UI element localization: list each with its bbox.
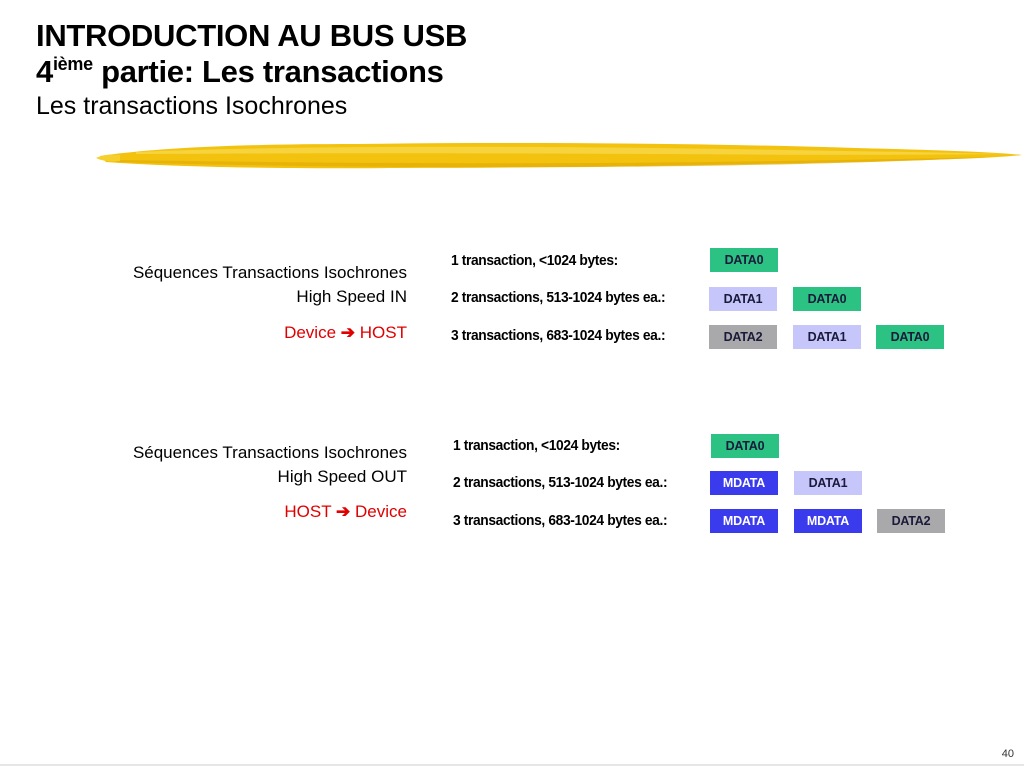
packet-box: DATA0 <box>876 325 944 349</box>
part-number: 4 <box>36 54 53 89</box>
right-arrow-icon: ➔ <box>340 323 356 342</box>
row-label: 3 transactions, 683-1024 bytes ea.: <box>453 512 668 529</box>
packet-box: DATA0 <box>710 248 778 272</box>
row-label: 1 transaction, <1024 bytes: <box>453 437 620 454</box>
packet-box: MDATA <box>710 509 778 533</box>
direction-from: HOST <box>284 502 332 521</box>
slide-subtitle: 4ième partie: Les transactions <box>36 54 467 90</box>
row-label: 3 transactions, 683-1024 bytes ea.: <box>451 327 666 344</box>
page-number: 40 <box>1001 748 1014 760</box>
section-in-direction: Device ➔ HOST <box>284 321 407 345</box>
packet-box: DATA1 <box>793 325 861 349</box>
direction-to: HOST <box>359 323 407 342</box>
row-label: 2 transactions, 513-1024 bytes ea.: <box>451 289 666 306</box>
row-label: 2 transactions, 513-1024 bytes ea.: <box>453 474 668 491</box>
packet-box: DATA0 <box>793 287 861 311</box>
slide-title-block: INTRODUCTION AU BUS USB 4ième partie: Le… <box>36 18 467 122</box>
part-title: partie: Les transactions <box>92 54 444 89</box>
packet-box: DATA1 <box>709 287 777 311</box>
packet-box: MDATA <box>794 509 862 533</box>
section-out-label: Séquences Transactions Isochrones High S… <box>133 441 407 489</box>
packet-box: DATA2 <box>709 325 777 349</box>
packet-box: DATA1 <box>794 471 862 495</box>
right-arrow-icon: ➔ <box>336 502 351 521</box>
row-label: 1 transaction, <1024 bytes: <box>451 252 618 269</box>
section-in-label-line2: High Speed IN <box>296 287 407 306</box>
slide-title: INTRODUCTION AU BUS USB <box>36 18 468 53</box>
section-in-label: Séquences Transactions Isochrones High S… <box>133 261 407 309</box>
slide-topic: Les transactions Isochrones <box>36 92 348 120</box>
direction-from: Device <box>284 323 337 342</box>
section-in-label-line1: Séquences Transactions Isochrones <box>132 263 407 282</box>
footer-divider <box>0 764 1024 766</box>
packet-box: MDATA <box>710 471 778 495</box>
part-number-suffix: ième <box>52 54 93 74</box>
packet-box: DATA0 <box>711 434 779 458</box>
section-out-label-line1: Séquences Transactions Isochrones <box>132 443 407 462</box>
section-out-label-line2: High Speed OUT <box>277 467 407 486</box>
packet-box: DATA2 <box>877 509 945 533</box>
section-out-direction: HOST ➔ Device <box>284 500 407 524</box>
yellow-brush-stroke <box>96 143 1022 169</box>
direction-to: Device <box>355 502 407 521</box>
